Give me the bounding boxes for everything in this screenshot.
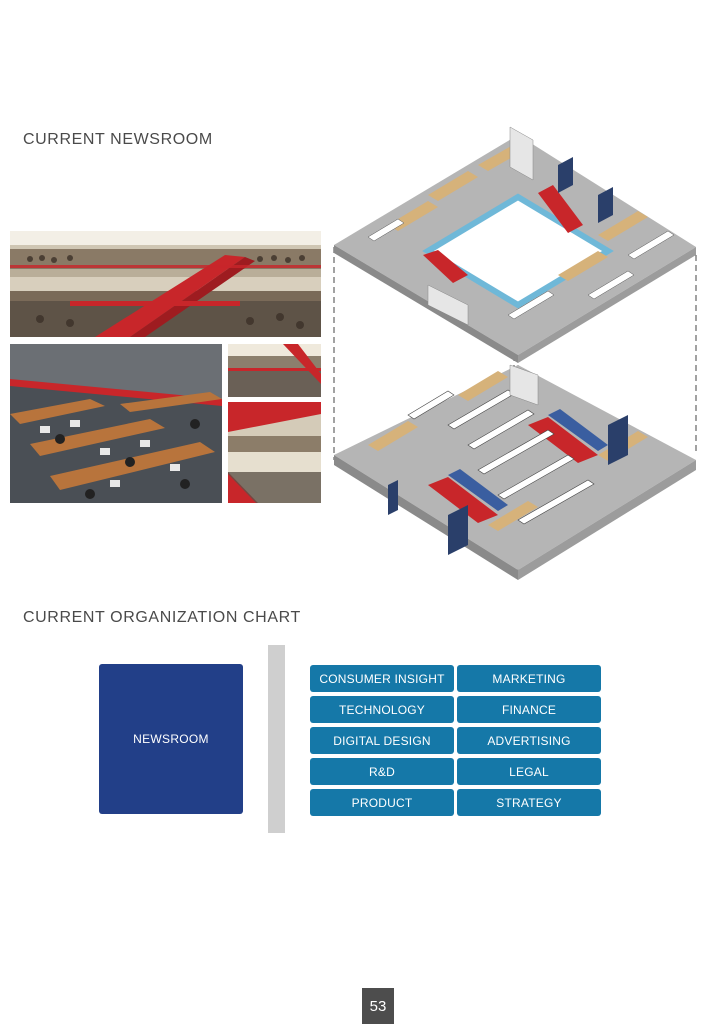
org-newsroom-label: NEWSROOM	[133, 732, 209, 746]
dept-advertising: ADVERTISING	[457, 727, 601, 754]
newsroom-staircase-photo	[228, 402, 321, 503]
dept-product: PRODUCT	[310, 789, 454, 816]
dept-strategy: STRATEGY	[457, 789, 601, 816]
org-chart-section-title: CURRENT ORGANIZATION CHART	[23, 609, 301, 626]
newsroom-section-title: CURRENT NEWSROOM	[23, 131, 213, 148]
dept-r-and-d: R&D	[310, 758, 454, 785]
org-chart-divider	[268, 645, 285, 833]
dept-finance: FINANCE	[457, 696, 601, 723]
dept-marketing: MARKETING	[457, 665, 601, 692]
org-newsroom-box: NEWSROOM	[99, 664, 243, 814]
dept-technology: TECHNOLOGY	[310, 696, 454, 723]
dept-digital-design: DIGITAL DESIGN	[310, 727, 454, 754]
newsroom-upper-floor-photo	[228, 344, 321, 397]
newsroom-atrium-photo	[10, 231, 321, 337]
newsroom-isometric-floorplan	[328, 125, 710, 585]
upper-floor	[334, 126, 696, 363]
dept-consumer-insight: CONSUMER INSIGHT	[310, 665, 454, 692]
newsroom-floor-photo	[10, 344, 222, 503]
page-number: 53	[362, 988, 394, 1024]
dept-legal: LEGAL	[457, 758, 601, 785]
lower-floor	[334, 364, 696, 580]
org-department-grid: CONSUMER INSIGHT MARKETING TECHNOLOGY FI…	[310, 665, 601, 816]
